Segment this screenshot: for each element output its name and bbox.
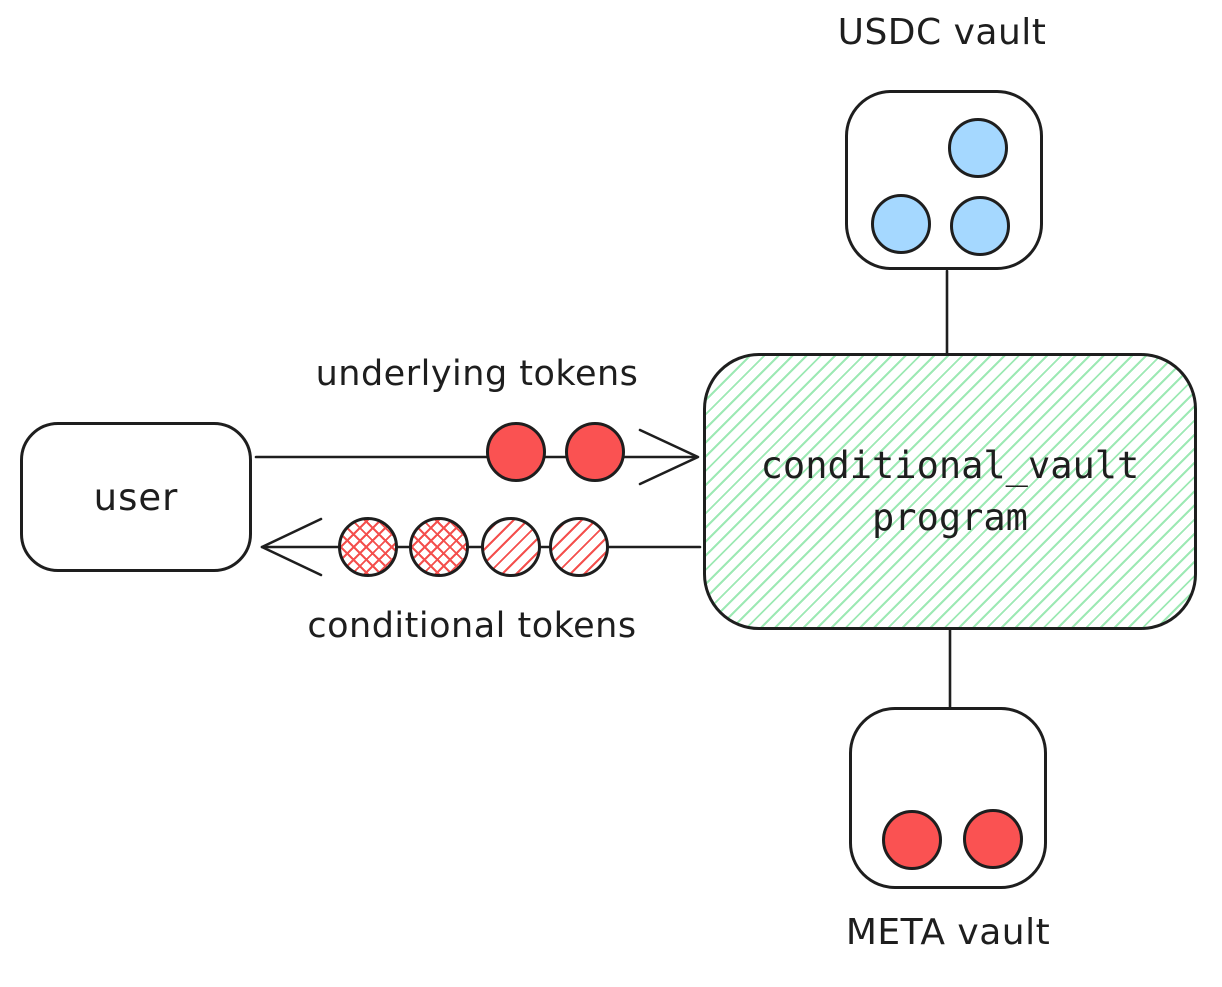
arrow-user-to-program-head-icon [638, 428, 700, 486]
usdc-vault-box [845, 90, 1043, 270]
program-label-line1: conditional_vault [760, 444, 1140, 488]
meta-token-circle [882, 810, 942, 870]
usdc-vault-label: USDC vault [837, 12, 1047, 53]
meta-vault-box [849, 707, 1047, 889]
conditional-token-hatch-circle [549, 517, 609, 577]
usdc-token-circle [948, 118, 1008, 178]
program-label-line2: program [872, 495, 1028, 539]
underlying-token-circle [565, 422, 625, 482]
meta-vault-label: META vault [845, 912, 1051, 953]
usdc-token-circle [871, 194, 931, 254]
conditional-token-hatch-circle [481, 517, 541, 577]
meta-token-circle [963, 809, 1023, 869]
conditional-token-crosshatch-circle [338, 517, 398, 577]
arrow-program-to-user-head-icon [260, 517, 323, 577]
conditional-vault-program-label: conditional_vault program [761, 440, 1140, 542]
underlying-token-circle [486, 422, 546, 482]
conditional-vault-program-box: conditional_vault program [703, 353, 1197, 630]
conditional-token-crosshatch-circle [409, 517, 469, 577]
user-box: user [20, 422, 252, 572]
user-label: user [93, 475, 179, 519]
conditional-tokens-label: conditional tokens [307, 606, 637, 646]
underlying-tokens-label: underlying tokens [315, 354, 639, 394]
usdc-token-circle [950, 196, 1010, 256]
